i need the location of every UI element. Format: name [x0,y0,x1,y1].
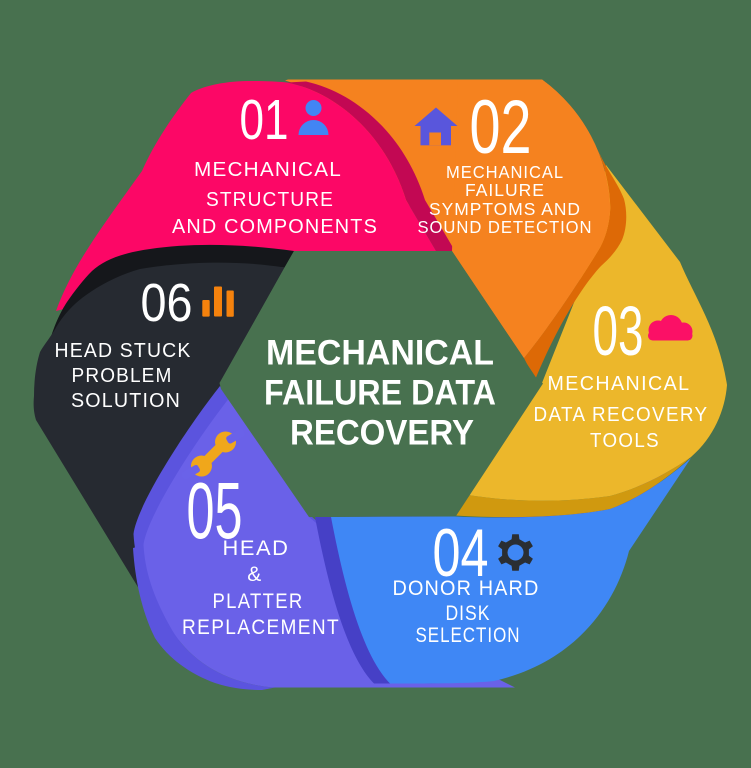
svg-text:TOOLS: TOOLS [590,429,660,452]
svg-text:02: 02 [470,85,532,170]
svg-text:MECHANICAL: MECHANICAL [446,162,564,182]
svg-text:AND COMPONENTS: AND COMPONENTS [172,215,378,238]
svg-text:01: 01 [240,88,289,152]
svg-text:03: 03 [593,292,644,370]
svg-text:MECHANICAL: MECHANICAL [194,158,342,181]
svg-text:SOLUTION: SOLUTION [71,390,181,412]
svg-text:05: 05 [187,466,243,555]
svg-text:DATA RECOVERY: DATA RECOVERY [534,403,709,426]
svg-text:FAILURE DATA: FAILURE DATA [264,374,496,413]
svg-text:DISK: DISK [446,602,491,625]
svg-text:SELECTION: SELECTION [416,624,521,647]
svg-text:STRUCTURE: STRUCTURE [206,188,334,211]
svg-text:&: & [247,563,263,586]
svg-text:PLATTER: PLATTER [213,590,304,613]
svg-text:HEAD: HEAD [223,537,290,560]
svg-text:06: 06 [141,273,193,333]
svg-text:MECHANICAL: MECHANICAL [548,372,691,395]
svg-text:HEAD STUCK: HEAD STUCK [55,340,192,362]
svg-text:04: 04 [433,515,489,591]
svg-text:PROBLEM: PROBLEM [72,365,173,387]
svg-text:DONOR HARD: DONOR HARD [393,577,540,600]
svg-text:MECHANICAL: MECHANICAL [266,334,494,373]
svg-text:REPLACEMENT: REPLACEMENT [182,616,340,639]
svg-text:RECOVERY: RECOVERY [290,414,474,453]
svg-text:SYMPTOMS AND: SYMPTOMS AND [429,199,581,219]
svg-text:SOUND DETECTION: SOUND DETECTION [418,217,593,237]
svg-text:FAILURE: FAILURE [465,180,545,200]
